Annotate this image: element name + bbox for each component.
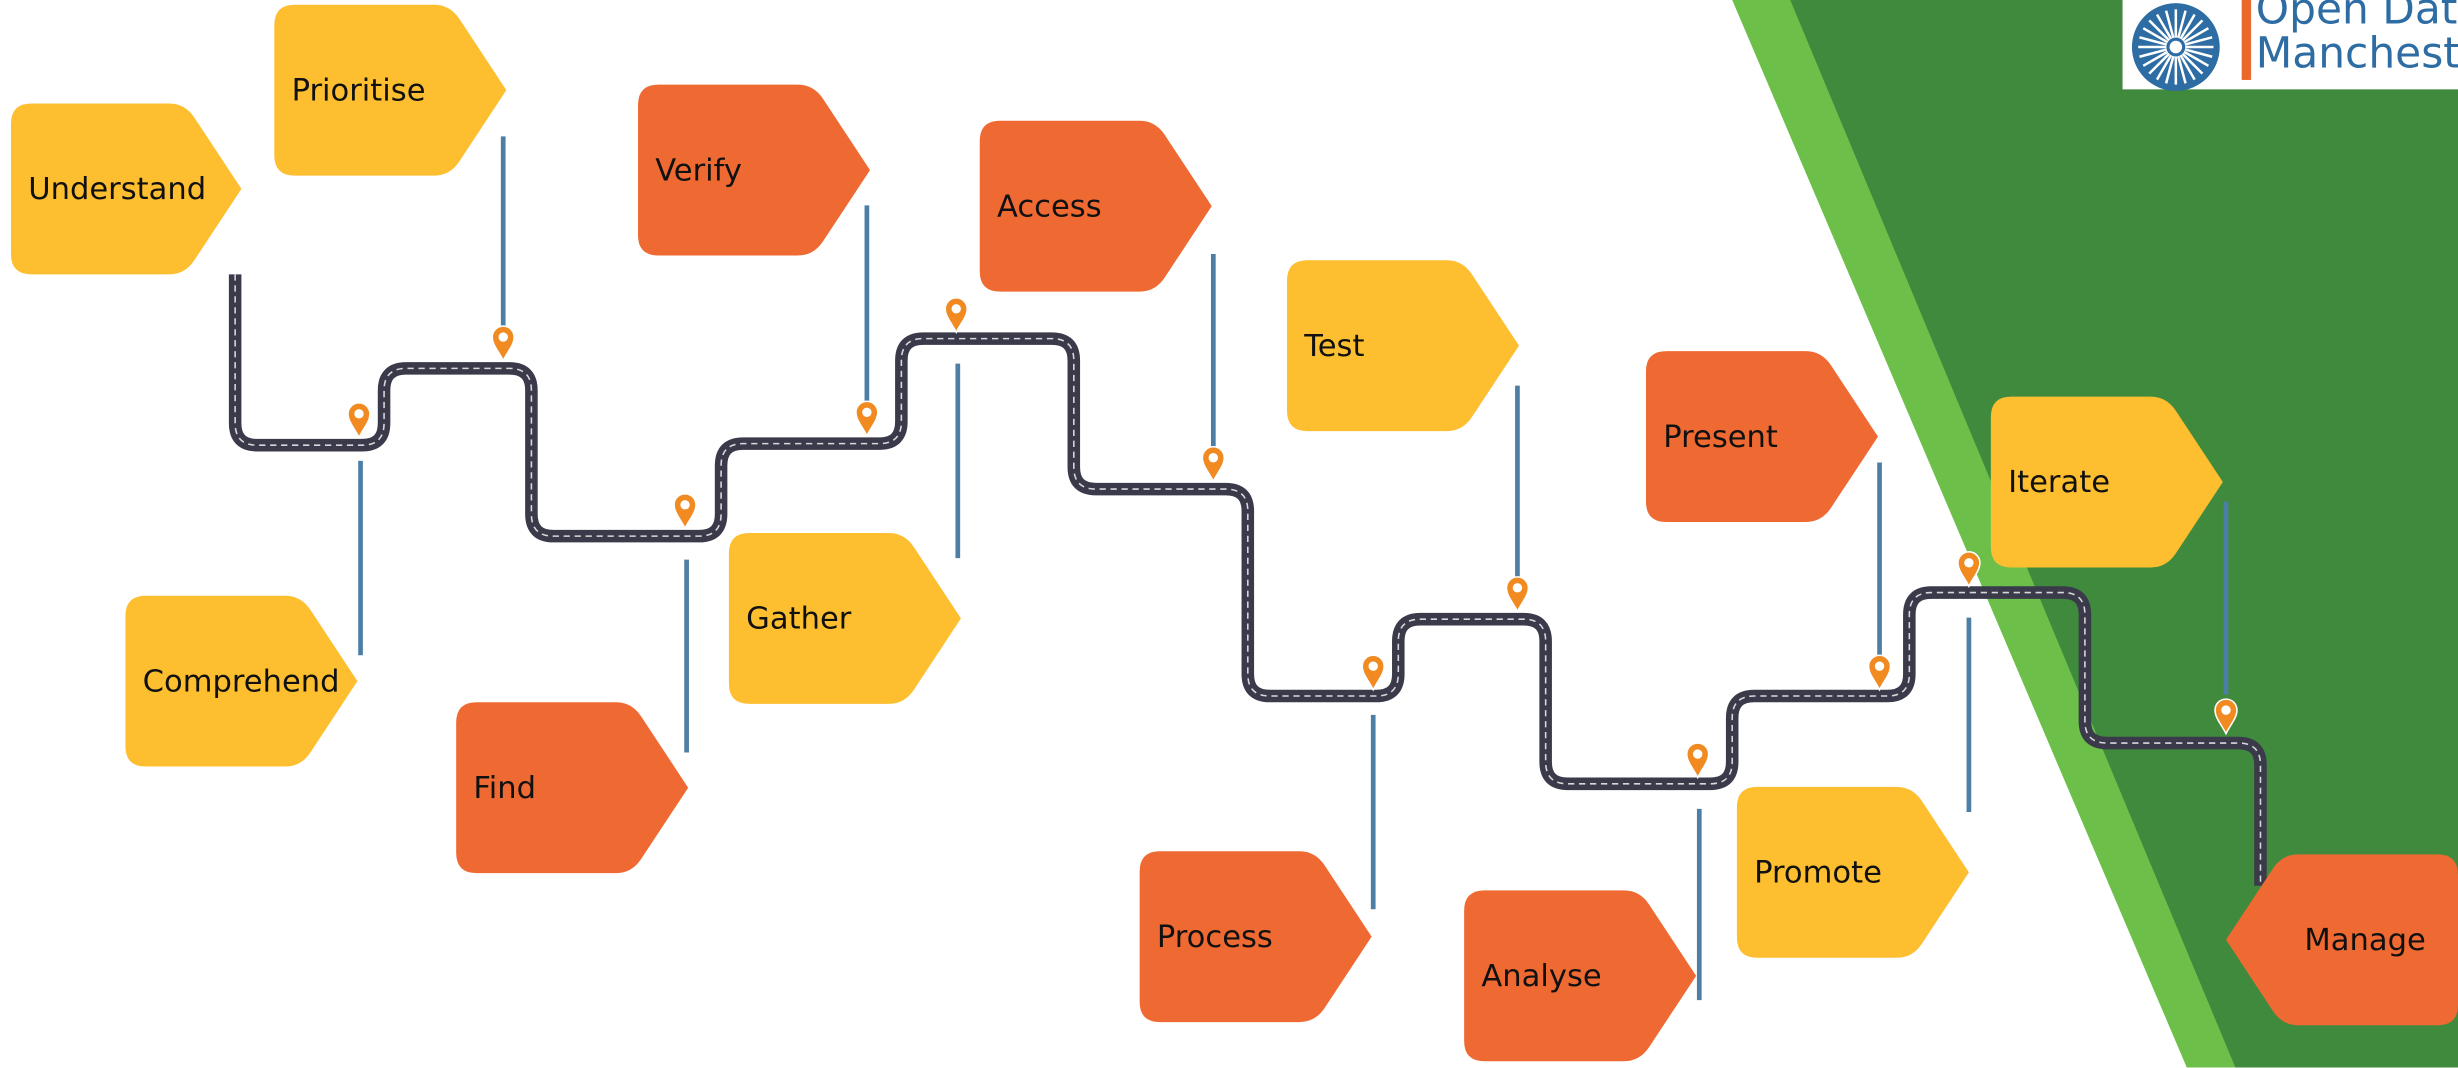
- sign-label: Promote: [1754, 854, 1882, 891]
- starburst-ray: [2164, 10, 2175, 39]
- starburst-icon: [2131, 3, 2220, 91]
- sign-shape: [10, 103, 242, 275]
- step-sign: Understand: [10, 103, 242, 275]
- step-sign: Present: [1645, 351, 1878, 523]
- step-sign: Access: [979, 120, 1212, 292]
- starburst-ray: [2142, 50, 2169, 67]
- logo-divider: [2241, 0, 2252, 80]
- step-sign: Process: [1139, 851, 1372, 1023]
- sign-shape: [456, 702, 689, 874]
- map-pin-icon: [1201, 446, 1226, 484]
- sign-shape: [728, 532, 961, 704]
- starburst-ray: [2183, 27, 2210, 44]
- starburst-ray: [2177, 10, 2187, 39]
- starburst-ray: [2139, 48, 2168, 58]
- sign-label: Manage: [2304, 921, 2426, 958]
- map-pin-icon: [1361, 654, 1385, 692]
- starburst-ray: [2177, 55, 2187, 84]
- step-sign: Verify: [638, 84, 871, 256]
- sign-label: Understand: [28, 170, 207, 207]
- sign-shape: [2225, 854, 2458, 1026]
- map-pin-icon: [491, 325, 515, 363]
- step-sign: Gather: [728, 532, 961, 704]
- sign-label: Verify: [655, 152, 742, 189]
- logo-line-1: Open Data: [2255, 0, 2458, 35]
- sign-label: Present: [1663, 418, 1778, 455]
- map-pin-icon: [673, 493, 697, 531]
- sign-shape: [1990, 396, 2223, 568]
- step-sign: Prioritise: [274, 4, 507, 176]
- sign-shape: [638, 84, 871, 256]
- step-sign: Test: [1286, 260, 1520, 432]
- map-pin-icon: [944, 297, 968, 335]
- sign-label: Find: [473, 769, 537, 806]
- road-centre-line: [234, 274, 2262, 886]
- starburst-ray: [2142, 27, 2169, 44]
- sign-shape: [125, 595, 358, 767]
- sign-shape: [1645, 351, 1878, 523]
- starburst-ray: [2139, 36, 2168, 46]
- map-pin-icon: [855, 400, 879, 438]
- sign-label: Process: [1156, 918, 1273, 955]
- step-sign: Analyse: [1464, 890, 1697, 1062]
- step-sign: Promote: [1736, 786, 1969, 958]
- starburst-ray: [2155, 13, 2173, 40]
- logo-line-2: Manchester: [2255, 29, 2458, 79]
- starburst-ray: [2164, 55, 2175, 84]
- step-sign: Manage: [2225, 854, 2458, 1026]
- sign-label: Gather: [746, 600, 852, 637]
- starburst-ray: [2148, 19, 2171, 42]
- step-sign: Comprehend: [125, 595, 358, 767]
- starburst-ray: [2179, 54, 2196, 81]
- map-pin-icon: [1685, 742, 1710, 780]
- starburst-ray: [2181, 19, 2204, 42]
- sign-shape: [1736, 786, 1969, 958]
- sign-shape: [979, 120, 1212, 292]
- signposts: [358, 136, 2229, 1001]
- sign-label: Analyse: [1481, 957, 1602, 994]
- map-pin-icon: [2214, 698, 2238, 736]
- step-sign: Find: [456, 702, 689, 874]
- starburst-ray: [2179, 13, 2196, 40]
- starburst-ray: [2181, 52, 2204, 75]
- sign-shape: [1464, 890, 1697, 1062]
- sign-shape: [1139, 851, 1372, 1023]
- starburst-ray: [2184, 48, 2213, 58]
- map-pin-icon: [1957, 551, 1981, 589]
- sign-label: Prioritise: [291, 72, 426, 109]
- sign-label: Comprehend: [142, 663, 340, 700]
- map-pin-icon: [1505, 576, 1530, 614]
- starburst-ray: [2183, 50, 2210, 67]
- map-pin-icon: [1867, 654, 1892, 692]
- starburst-ray: [2184, 36, 2213, 46]
- step-sign: Iterate: [1990, 396, 2223, 568]
- winding-road: [228, 274, 2267, 886]
- sign-label: Test: [1304, 327, 1365, 364]
- sign-shape: [1286, 260, 1520, 432]
- sign-label: Iterate: [2008, 464, 2111, 501]
- map-pin-icon: [347, 402, 371, 440]
- sign-shape: [274, 4, 507, 176]
- logo: Open Data Manchester: [2122, 0, 2458, 91]
- map-pins: [347, 297, 2238, 780]
- starburst-ray: [2148, 52, 2171, 75]
- starburst-ray: [2155, 54, 2173, 81]
- sign-label: Access: [996, 188, 1102, 225]
